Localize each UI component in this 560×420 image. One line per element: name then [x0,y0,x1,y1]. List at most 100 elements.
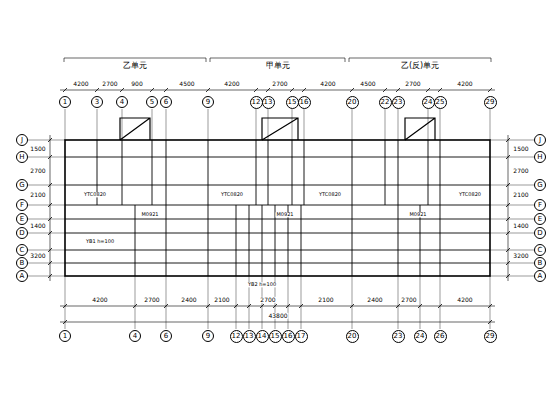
axis-line [490,276,534,277]
dimension-text: 4200 [72,81,89,87]
dimension-tick [438,304,442,308]
axis-letter-bubble: F [534,199,546,211]
axis-label: J [21,137,23,144]
axis-label: 5 [150,99,154,106]
dimension-text: 43800 [267,313,288,319]
dimension-text: 900 [130,81,143,87]
axis-line [490,157,534,158]
axis-line [440,276,441,329]
axis-number-bubble: 9 [202,330,214,342]
dimension-tick [302,88,306,92]
axis-label: 6 [164,333,168,340]
axis-label: 14 [258,333,267,340]
axis-line [28,157,65,158]
dimension-tick [206,304,210,308]
dimension-tick [488,304,492,308]
building-outline [65,118,490,276]
axis-label: D [19,230,24,237]
wall-line [440,205,441,276]
axis-number-bubble: 12 [230,330,243,343]
wall-line [292,140,293,205]
axis-label: 1 [63,99,67,106]
axis-label: 12 [252,99,261,106]
dimension-tick [266,88,270,92]
dimension-text: 2700 [400,297,417,303]
dimension-tick [286,304,290,308]
dimension-text: 4200 [319,81,336,87]
dimension-tick [488,88,492,92]
axis-line [490,205,534,206]
room-note: YB1 h=100 [85,239,115,244]
axis-letter-bubble: B [16,257,28,269]
wall-line [236,205,237,276]
dimension-text: 2700 [101,81,118,87]
dimension-text: 2700 [259,297,276,303]
dimension-tick [396,304,400,308]
dimension-tick [299,304,303,308]
dimension-text: 2100 [29,192,46,198]
dimension-tick [254,88,258,92]
axis-label: B [20,260,25,267]
axis-label: 6 [164,99,168,106]
axis-line [28,250,65,251]
dimension-tick [120,88,124,92]
axis-letter-bubble: C [16,244,28,256]
dimension-tick [426,88,430,92]
axis-line [490,140,534,141]
axis-letter-bubble: D [534,227,546,239]
wall-line [65,219,490,220]
axis-number-bubble: 4 [129,330,141,342]
wall-line [65,185,490,186]
dimension-tick [488,320,492,324]
axis-label: H [19,154,24,161]
axis-line [28,205,65,206]
dimension-tick [506,248,510,252]
axis-label: 15 [271,333,280,340]
unit-name: 乙单元 [122,62,148,70]
axis-line [440,109,441,140]
room-note: YTC0820 [458,192,482,197]
wall-line [352,205,353,276]
axis-number-bubble: 1 [59,330,71,342]
dimension-tick [438,88,442,92]
stair-box [405,118,435,140]
axis-number-bubble: 20 [346,330,359,343]
dimension-text: 2100 [213,297,230,303]
axis-label: D [537,230,542,237]
axis-label: 25 [436,99,445,106]
wall-line [268,140,269,205]
dimension-tick [506,183,510,187]
axis-line [292,109,293,140]
wall-line [65,157,490,158]
axis-line [256,109,257,140]
axis-label: 3 [95,99,99,106]
dimension-text: 3200 [29,253,46,259]
wall-line [65,250,490,251]
axis-line [28,219,65,220]
dimension-text: 4500 [178,81,195,87]
axis-label: 20 [348,99,357,106]
dimension-tick [506,155,510,159]
wall-line [304,140,305,205]
room-note: YTC0820 [318,192,342,197]
axis-number-bubble: 23 [392,330,405,343]
axis-line [288,276,289,329]
room-note: M0921 [275,212,294,217]
dimension-text: 2400 [366,297,383,303]
dimension-tick [95,88,99,92]
axis-number-bubble: 23 [392,96,405,109]
dimension-tick [150,88,154,92]
dimension-text: 2700 [29,168,46,174]
wall-line [166,140,167,205]
dimension-tick [350,88,354,92]
dimension-lines [50,58,508,322]
axis-letter-bubble: C [534,244,546,256]
axis-label: 20 [348,333,357,340]
axis-letter-bubble: J [16,134,28,146]
dimension-tick [290,88,294,92]
dimension-text: 2100 [512,192,529,198]
dimension-tick [63,304,67,308]
axis-line [208,109,209,140]
